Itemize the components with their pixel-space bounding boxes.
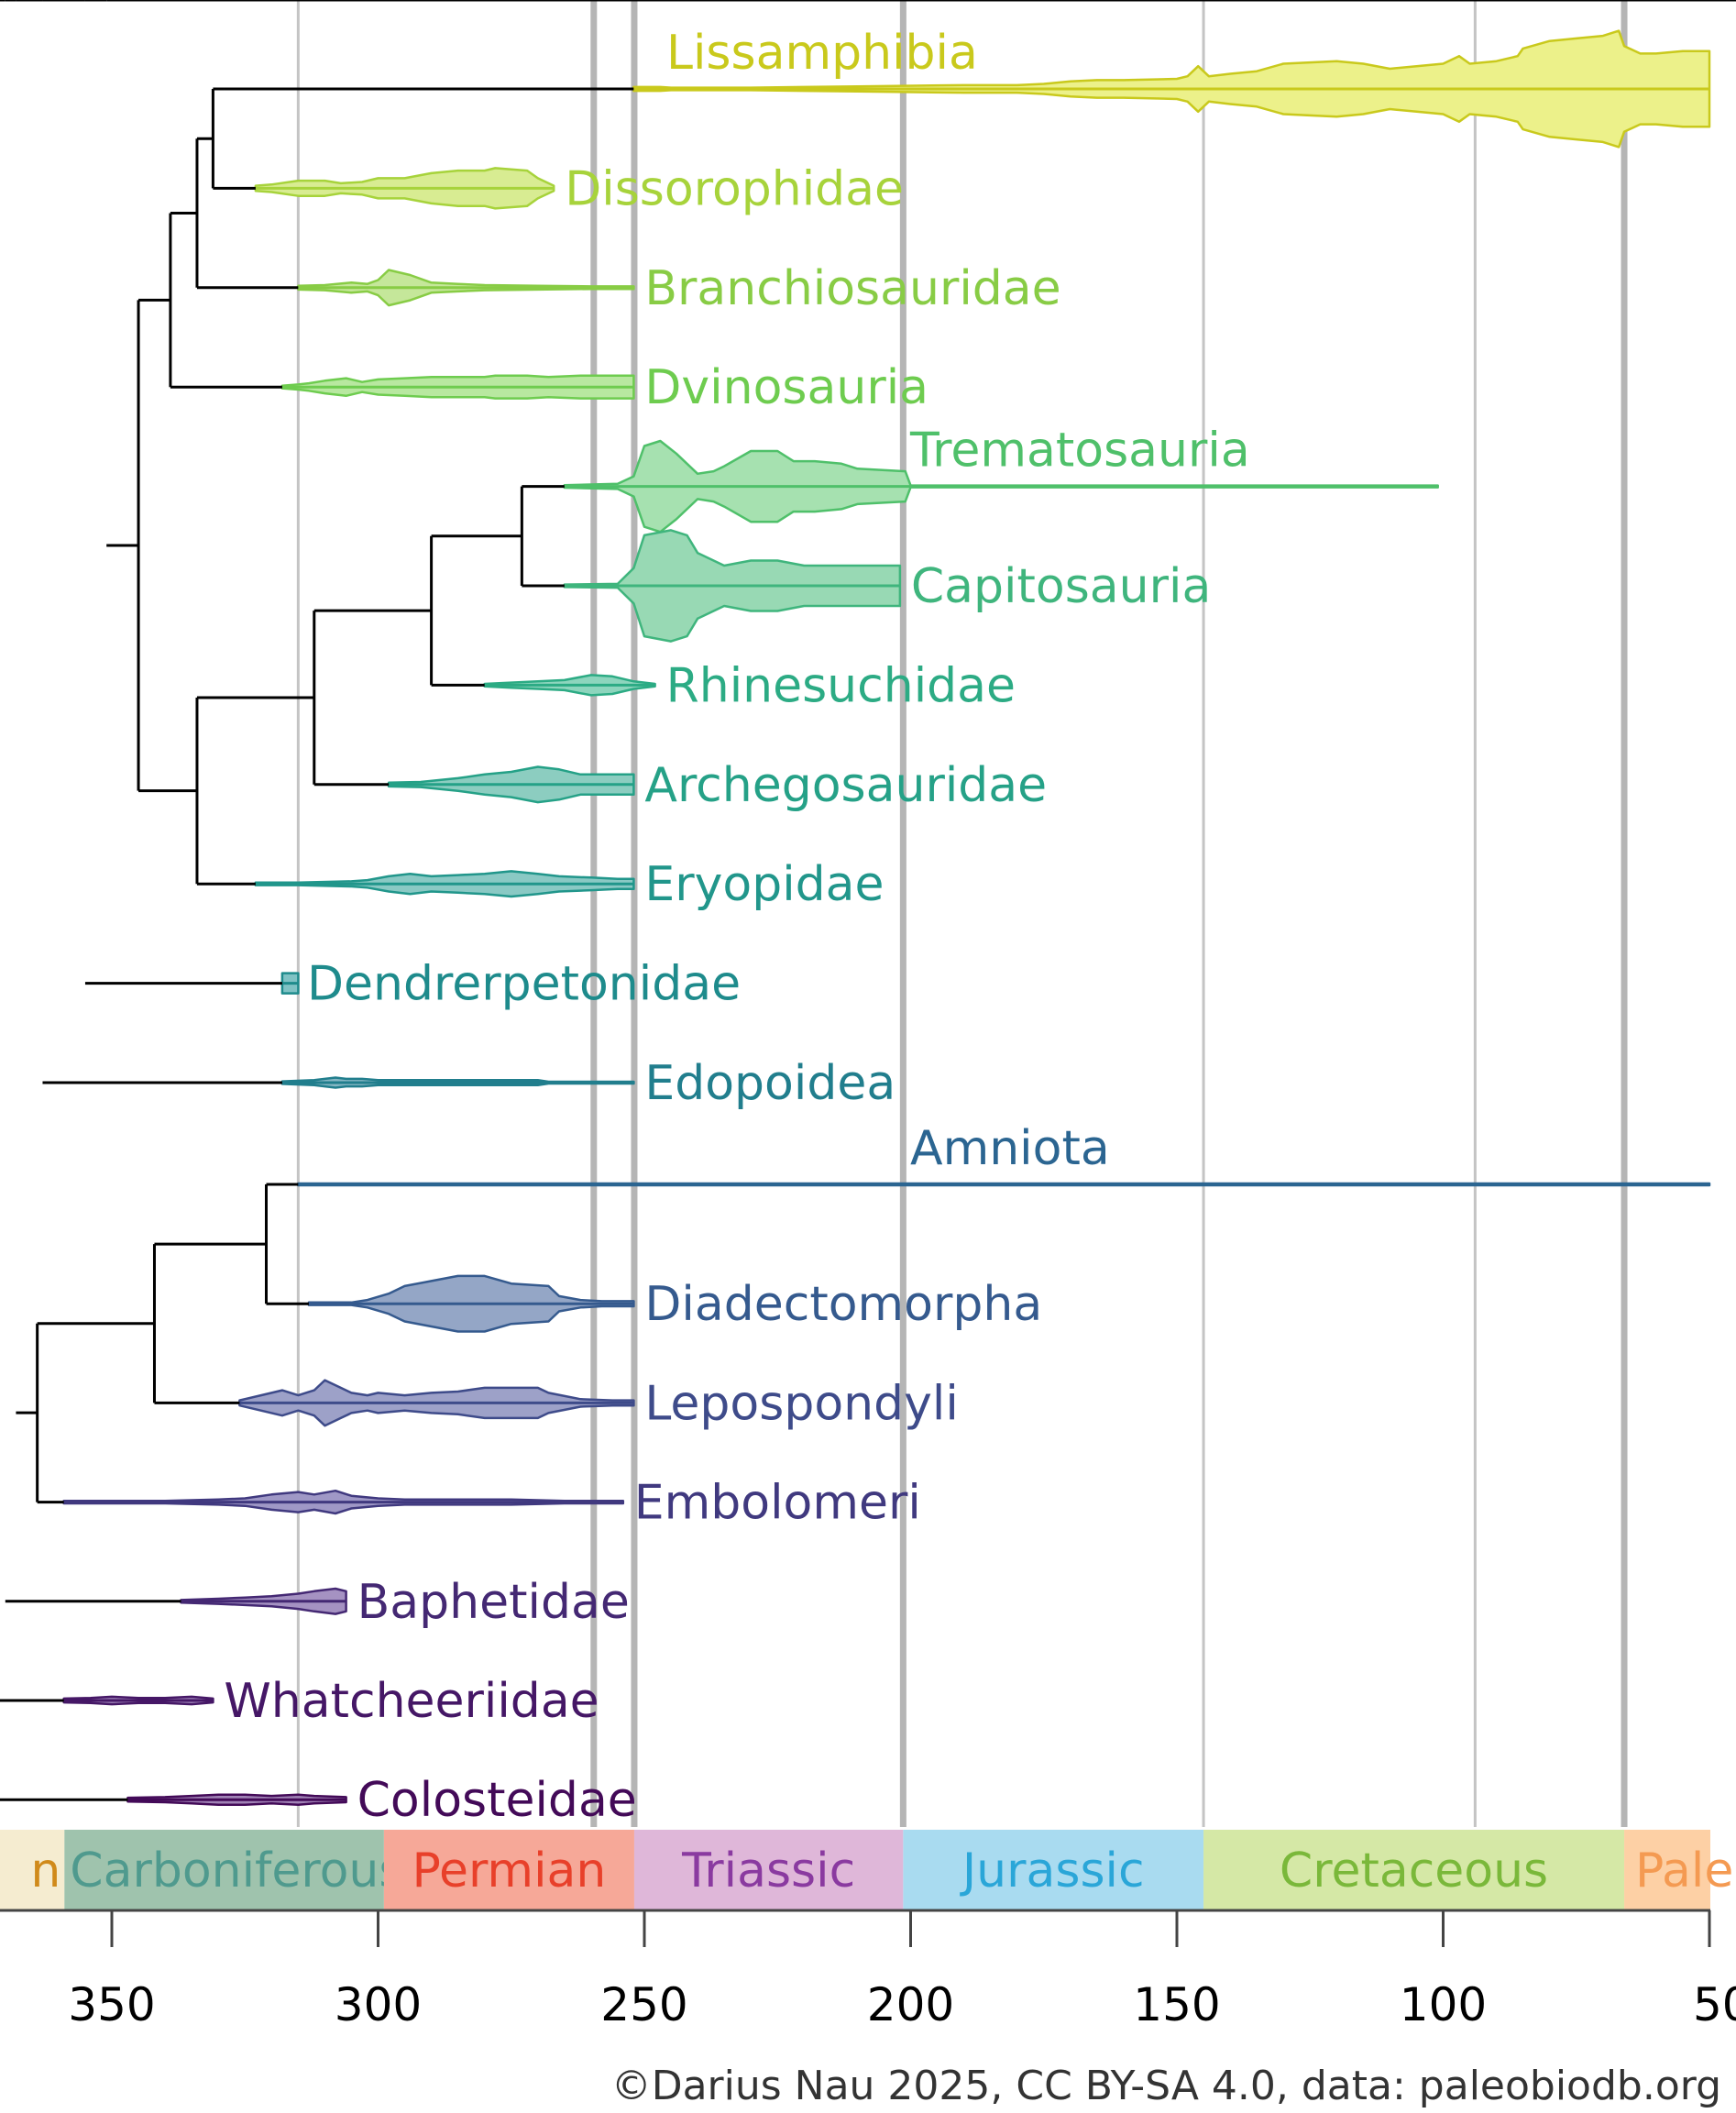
taxon-label-whatcheeriidae: Whatcheeriidae [224, 1674, 599, 1729]
taxon-label-trematosauria: Trematosauria [909, 424, 1250, 479]
x-axis: 350 300 250 200 150 100 50 [0, 1909, 1736, 2031]
period-label-permian: Permian [412, 1843, 606, 1898]
x-tick-label: 350 [68, 1978, 155, 2031]
period-label-carboniferous: Carboniferous [70, 1843, 403, 1898]
period-band-jurassic [903, 1830, 1204, 1910]
taxon-label-edopoidea: Edopoidea [644, 1056, 895, 1111]
taxon-label-dvinosauria: Dvinosauria [644, 360, 928, 415]
taxon-label-embolomeri: Embolomeri [634, 1476, 921, 1531]
period-band-carboniferous [64, 1830, 384, 1910]
taxon-label-amniota: Amniota [910, 1121, 1110, 1176]
taxon-label-eryopidae: Eryopidae [644, 857, 884, 912]
taxon-label-dissorophidae: Dissorophidae [565, 161, 904, 216]
x-tick-label: 50 [1693, 1978, 1736, 2031]
period-label-cretaceous: Cretaceous [1280, 1843, 1548, 1898]
taxon-labels: LissamphibiaDissorophidaeBranchiosaurida… [224, 26, 1249, 1828]
taxon-label-lissamphibia: Lissamphibia [666, 26, 978, 81]
x-tick-label: 150 [1133, 1978, 1220, 2031]
period-band-paleogene [1624, 1830, 1710, 1910]
phylogenetic-tree [0, 0, 1736, 1801]
period-band-devonian [0, 1830, 65, 1910]
boundary-lines [296, 0, 1628, 1827]
taxon-label-archegosauridae: Archegosauridae [644, 758, 1047, 813]
taxon-label-colosteidae: Colosteidae [357, 1773, 637, 1828]
period-band-triassic [633, 1830, 904, 1910]
period-label-paleogene: Pale [1635, 1843, 1733, 1898]
period-label-devonian: n [30, 1843, 60, 1898]
taxon-label-dendrerpetonidae: Dendrerpetonidae [307, 957, 741, 1012]
taxon-label-branchiosauridae: Branchiosauridae [644, 261, 1060, 316]
taxon-label-capitosauria: Capitosauria [911, 559, 1211, 614]
period-label-jurassic: Jurassic [960, 1843, 1145, 1898]
period-band-cretaceous [1203, 1830, 1625, 1910]
period-label-triassic: Triassic [681, 1843, 855, 1898]
credit-text: ©Darius Nau 2025, CC BY-SA 4.0, data: pa… [611, 2063, 1721, 2109]
taxon-label-lepospondyli: Lepospondyli [644, 1376, 958, 1431]
x-tick-label: 300 [335, 1978, 422, 2031]
x-tick-label: 250 [600, 1978, 687, 2031]
taxon-label-rhinesuchidae: Rhinesuchidae [666, 658, 1016, 713]
period-band-permian [383, 1830, 634, 1910]
taxon-label-diadectomorpha: Diadectomorpha [644, 1277, 1042, 1332]
x-tick-label: 100 [1400, 1978, 1487, 2031]
x-tick-label: 200 [867, 1978, 954, 2031]
taxon-label-baphetidae: Baphetidae [357, 1575, 630, 1630]
spindle-diagrams [62, 29, 1711, 1806]
